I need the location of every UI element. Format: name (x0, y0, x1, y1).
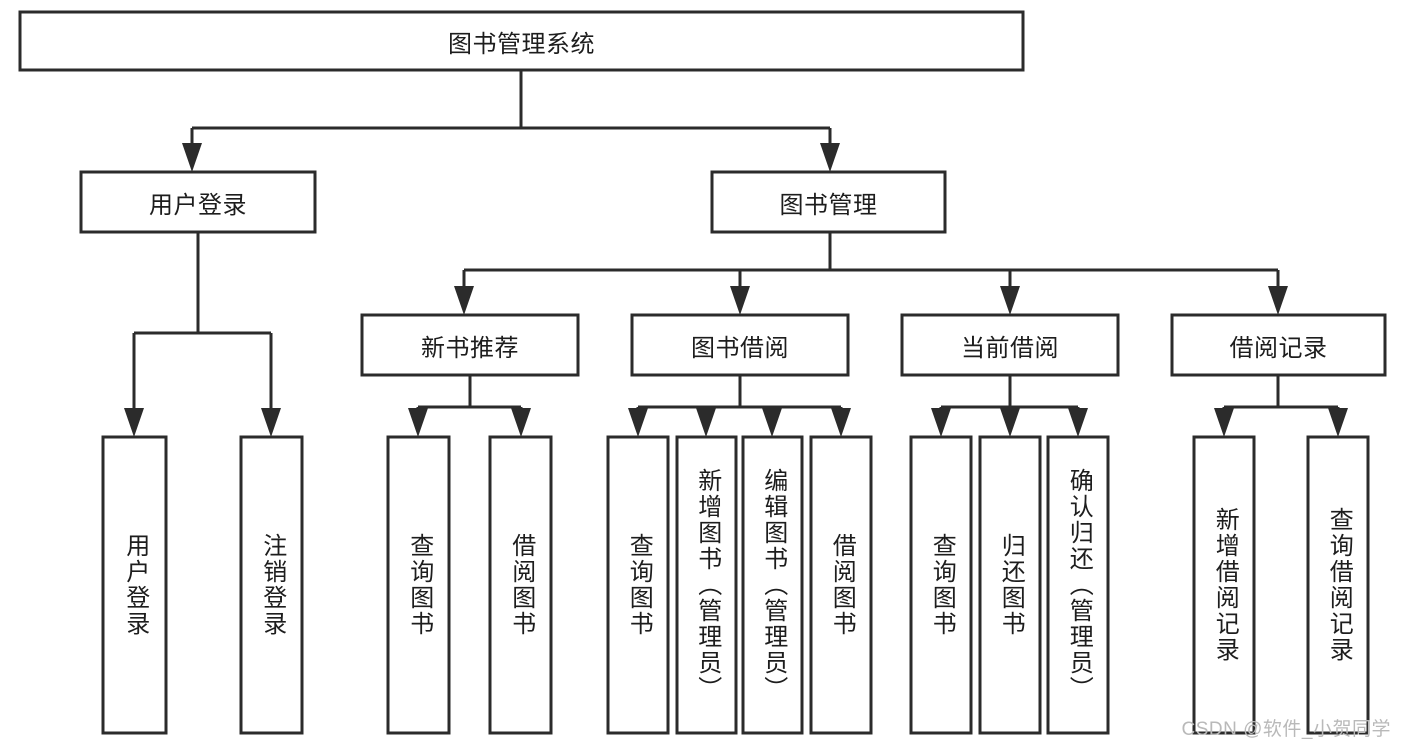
leaf-bb-add-book-box[interactable] (675, 435, 738, 735)
node-book-management-box[interactable] (710, 170, 947, 234)
node-book-borrow-box[interactable] (630, 313, 850, 377)
leaf-bb-borrow-book-box[interactable] (809, 435, 873, 735)
leaf-logout-box[interactable] (239, 435, 304, 735)
node-new-book-recommend-box[interactable] (360, 313, 580, 377)
node-user-login-box[interactable] (79, 170, 317, 234)
leaf-nb-query-book-box[interactable] (386, 435, 451, 735)
leaf-br-query-record-box[interactable] (1306, 435, 1370, 735)
leaf-cb-return-book-box[interactable] (978, 435, 1042, 735)
leaf-bb-query-book-box[interactable] (606, 435, 670, 735)
connector-bookborrow-to-leaves (628, 375, 851, 437)
leaf-br-add-record-box[interactable] (1192, 435, 1256, 735)
csdn-watermark: CSDN @软件_小贺同学 (1181, 719, 1391, 740)
connector-root-to-level2 (182, 70, 840, 172)
node-borrow-records-box[interactable] (1170, 313, 1387, 377)
leaf-user-login-box[interactable] (101, 435, 168, 735)
connector-currentborrow-to-leaves (931, 375, 1088, 437)
leaf-cb-confirm-return-box[interactable] (1046, 435, 1110, 735)
node-root-box[interactable] (18, 10, 1025, 72)
connector-borrowrecord-to-leaves (1214, 375, 1348, 437)
leaf-bb-edit-book-box[interactable] (741, 435, 804, 735)
leaf-cb-query-book-box[interactable] (909, 435, 973, 735)
leaf-nb-borrow-book-box[interactable] (488, 435, 553, 735)
connector-bookmgmt-to-level3 (454, 232, 1288, 315)
connector-userlogin-to-leaves (124, 232, 281, 437)
node-current-borrow-box[interactable] (900, 313, 1120, 377)
connector-newbook-to-leaves (408, 375, 531, 437)
